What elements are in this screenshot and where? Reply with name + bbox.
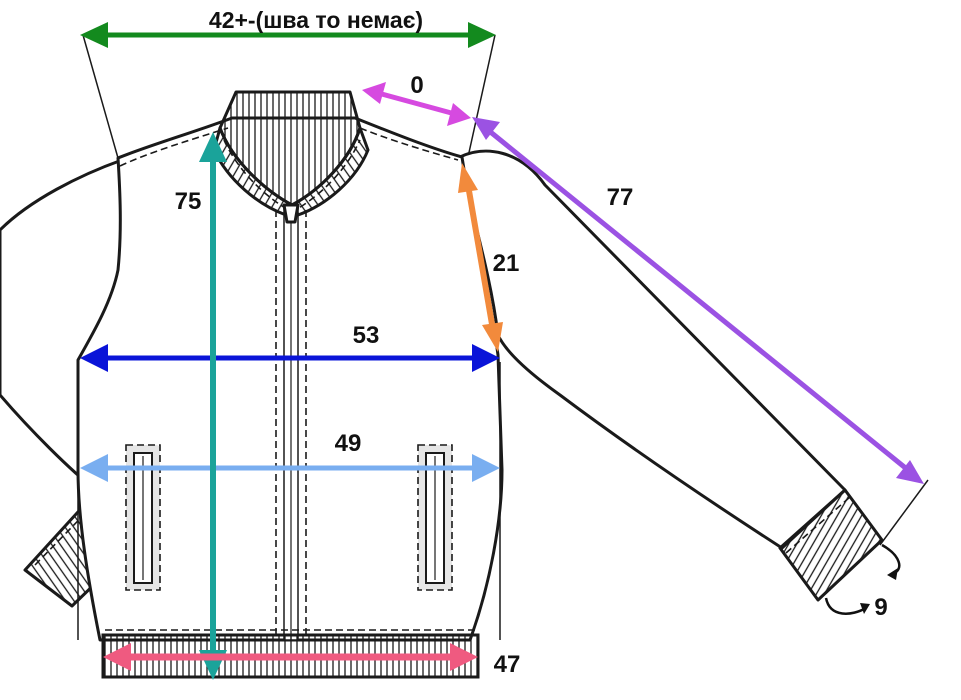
label-hem-width: 47 bbox=[494, 651, 521, 678]
sleeve-length-arrow bbox=[472, 117, 924, 484]
label-chest-width: 53 bbox=[353, 322, 380, 349]
hip-width-arrow bbox=[80, 454, 500, 482]
label-shoulder-width: 42+-(шва то немає) bbox=[209, 7, 423, 33]
label-shoulder-seam: 0 bbox=[410, 72, 423, 99]
shoulder-width-arrow bbox=[80, 22, 496, 48]
label-armhole-depth: 21 bbox=[493, 250, 520, 277]
jacket-drawing bbox=[0, 34, 929, 679]
right-cuff bbox=[778, 488, 884, 602]
label-body-length: 75 bbox=[175, 188, 202, 215]
label-sleeve-length: 77 bbox=[607, 184, 634, 211]
cuff-arrows bbox=[824, 543, 901, 615]
label-hip-width: 49 bbox=[335, 430, 362, 457]
hem-width-arrow bbox=[103, 643, 478, 671]
right-pocket bbox=[417, 444, 453, 591]
guide-line-cuff bbox=[879, 479, 929, 546]
left-pocket bbox=[125, 444, 161, 591]
chest-width-arrow bbox=[80, 344, 500, 372]
guide-line-left bbox=[82, 34, 119, 159]
right-sleeve bbox=[458, 149, 847, 550]
label-cuff: 9 bbox=[874, 594, 887, 621]
shoulder-seam-arrow bbox=[362, 82, 471, 126]
guide-line-right bbox=[467, 34, 496, 158]
armhole-depth-arrow bbox=[458, 163, 503, 352]
